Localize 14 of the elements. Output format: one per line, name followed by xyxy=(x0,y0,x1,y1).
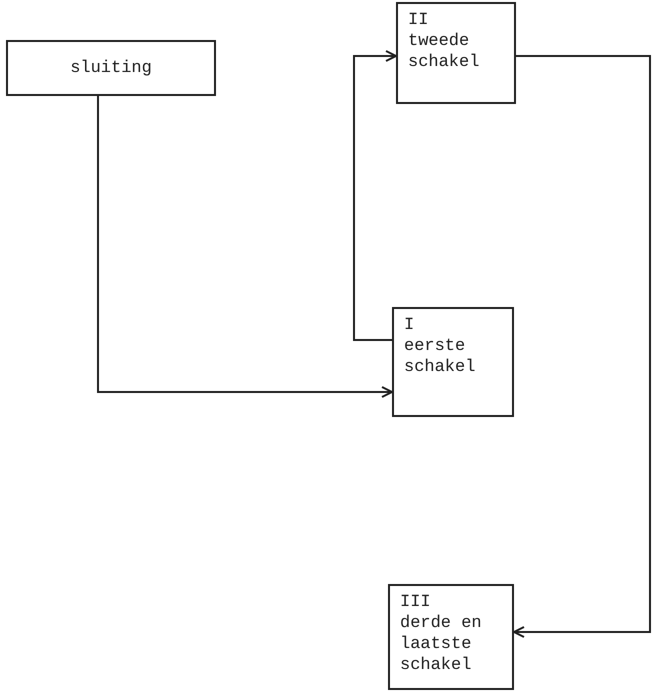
box-number: III xyxy=(400,592,431,613)
box-label: tweede schakel xyxy=(408,31,480,73)
box-label: sluiting xyxy=(70,58,152,78)
process-box xyxy=(388,584,514,690)
box-number: II xyxy=(408,10,428,31)
process-box xyxy=(392,307,514,417)
arrow xyxy=(353,50,397,341)
arrow xyxy=(513,55,651,638)
process-box xyxy=(396,2,516,104)
process-box xyxy=(6,40,216,96)
box-label: derde en laatste schakel xyxy=(400,613,483,676)
box-label: eerste schakel xyxy=(404,336,476,378)
arrow xyxy=(97,96,393,398)
box-number: I xyxy=(404,315,414,336)
